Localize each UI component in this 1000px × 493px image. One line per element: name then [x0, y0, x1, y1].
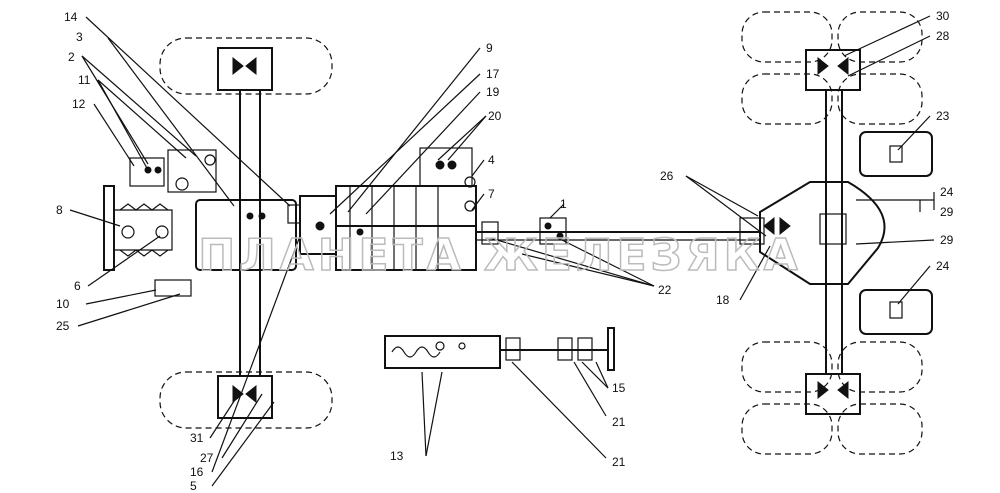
rear-differential-housing: [759, 181, 886, 285]
callout-26: 26: [660, 169, 674, 183]
callout-5: 5: [190, 479, 197, 493]
rear-wheel-top-inner: [741, 73, 833, 125]
front-hub-bottom: [217, 375, 273, 419]
rear-wheel-top-outer: [741, 11, 833, 63]
front-right-wheel: [159, 371, 333, 429]
callout-20: 20: [488, 109, 502, 123]
watermark: ПЛАНЕТА ЖЕЛЕЗЯКА: [198, 230, 801, 281]
steering-wheel: [607, 327, 615, 371]
leader-lines: [69, 15, 935, 487]
callout-23: 25: [56, 319, 70, 333]
gearbox: [299, 147, 477, 271]
front-fitting: [287, 204, 301, 224]
callout-29-b: 29: [940, 233, 954, 247]
u-joint-1: [481, 221, 499, 245]
callout-9: 9: [486, 41, 493, 55]
callout-3: 3: [76, 30, 83, 44]
callout-16: 16: [190, 465, 204, 479]
gearbox-housing: [335, 185, 477, 271]
callout-17: 17: [486, 67, 500, 81]
callout-21-b: 21: [612, 455, 626, 469]
callout-30: 30: [936, 9, 950, 23]
callout-27: 27: [200, 451, 214, 465]
front-hub-top: [217, 47, 273, 91]
intermediate-support: [539, 217, 567, 245]
rear-hub-top: [805, 49, 861, 91]
fan: [103, 185, 115, 271]
steering-joint-3: [577, 337, 593, 361]
callout-8: 8: [56, 203, 63, 217]
callout-24-a: 23: [936, 109, 950, 123]
engine-pump: [129, 157, 165, 187]
callout-21-a: 21: [612, 415, 626, 429]
callout-19: 19: [486, 85, 500, 99]
steering-joint-2: [557, 337, 573, 361]
callout-31: 31: [190, 431, 204, 445]
callout-12: 12: [72, 97, 86, 111]
callout-4: 4: [488, 153, 495, 167]
rear-wheel-bottom-inner: [741, 341, 833, 393]
callout-6: 6: [74, 279, 81, 293]
callout-2: 2: [68, 50, 75, 64]
transfer-case-top: [419, 147, 473, 187]
callout-14: 14: [64, 10, 78, 24]
steering-joint-1: [505, 337, 521, 361]
callout-13: 13: [390, 449, 404, 463]
callout-18: 18: [716, 293, 730, 307]
callout-labels: 14 3 2 11 12 8 6 10 25 31 27 16 5 9 17 1…: [56, 9, 954, 493]
callout-25: 24: [940, 185, 954, 199]
callout-7: 7: [488, 187, 495, 201]
steering-assembly: [384, 327, 615, 371]
rear-wheel-bottom-outer: [741, 403, 833, 455]
differential-center: [819, 213, 847, 245]
callout-11: 11: [78, 73, 91, 87]
front-axle-housing: [195, 199, 297, 271]
engine-lower-fitting: [154, 279, 192, 297]
rear-axles: [739, 11, 933, 455]
front-left-wheel: [159, 37, 333, 95]
rear-drive-flange: [739, 217, 765, 245]
brake-chamber-bottom: [859, 289, 933, 335]
rear-hub-bottom: [805, 373, 861, 415]
engine-filter: [167, 149, 217, 193]
brake-chamber-top: [859, 131, 933, 177]
callout-24-b: 24: [936, 259, 950, 273]
callout-15: 15: [612, 381, 626, 395]
callout-28: 28: [936, 29, 950, 43]
callout-10: 10: [56, 297, 70, 311]
propeller-shaft: [476, 217, 760, 245]
callout-1: 1: [560, 197, 567, 211]
callout-29-a: 29: [940, 205, 954, 219]
steering-gear: [384, 335, 501, 369]
callout-22: 22: [658, 283, 672, 297]
